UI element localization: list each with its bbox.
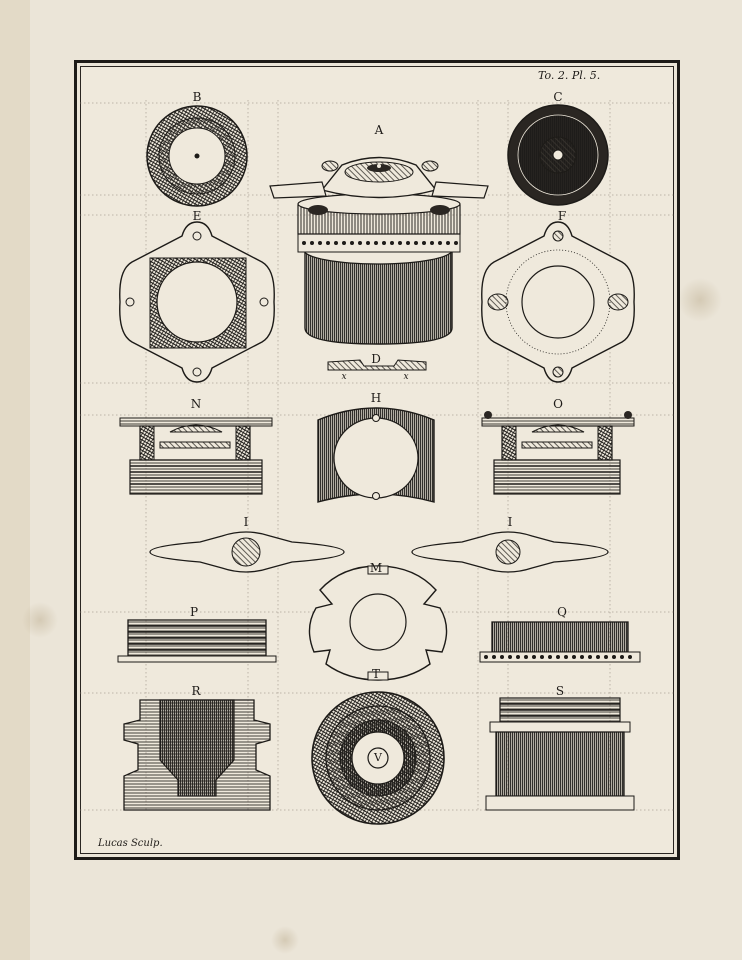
label-x-left: x bbox=[341, 372, 347, 382]
label-h: H bbox=[370, 391, 382, 405]
figure-f-plate bbox=[481, 221, 635, 383]
figure-q-drum bbox=[479, 621, 641, 663]
label-s: S bbox=[555, 684, 565, 698]
label-m: M bbox=[369, 561, 383, 575]
label-n: N bbox=[190, 397, 202, 411]
figure-n-section bbox=[119, 417, 273, 495]
label-a: A bbox=[374, 123, 384, 137]
label-b: B bbox=[192, 90, 202, 104]
figure-o-section bbox=[481, 411, 635, 495]
label-c: C bbox=[553, 90, 563, 104]
label-r: R bbox=[191, 684, 201, 698]
label-v: V bbox=[374, 751, 382, 764]
label-i-right: I bbox=[507, 515, 513, 529]
figure-r-section bbox=[123, 699, 271, 811]
plate-border-outer bbox=[74, 60, 680, 860]
figure-c-disc bbox=[507, 104, 609, 206]
figure-i-lever-left bbox=[149, 531, 345, 573]
label-p: P bbox=[189, 605, 199, 619]
label-q: Q bbox=[557, 605, 567, 619]
figure-v-ring bbox=[311, 691, 445, 825]
figure-a-assembly bbox=[269, 156, 489, 345]
label-o: O bbox=[553, 397, 563, 411]
figure-d-piece bbox=[327, 359, 427, 371]
label-i-left: I bbox=[243, 515, 249, 529]
figure-b-ring bbox=[146, 105, 248, 207]
figure-e-plate bbox=[119, 221, 275, 383]
label-d: D bbox=[371, 352, 381, 366]
label-e: E bbox=[192, 209, 202, 223]
figure-m-disc bbox=[308, 565, 448, 681]
volume-plate-reference: To. 2. Pl. 5. bbox=[538, 69, 601, 82]
label-t: T bbox=[371, 667, 381, 681]
label-f: F bbox=[557, 209, 567, 223]
engraver-signature: Lucas Sculp. bbox=[98, 838, 163, 849]
figure-i-lever-right bbox=[411, 531, 609, 573]
figure-p-threaded bbox=[117, 619, 277, 663]
label-x-right: x bbox=[403, 372, 409, 382]
figure-h-collar bbox=[317, 407, 435, 503]
figure-s-drum bbox=[485, 697, 635, 811]
